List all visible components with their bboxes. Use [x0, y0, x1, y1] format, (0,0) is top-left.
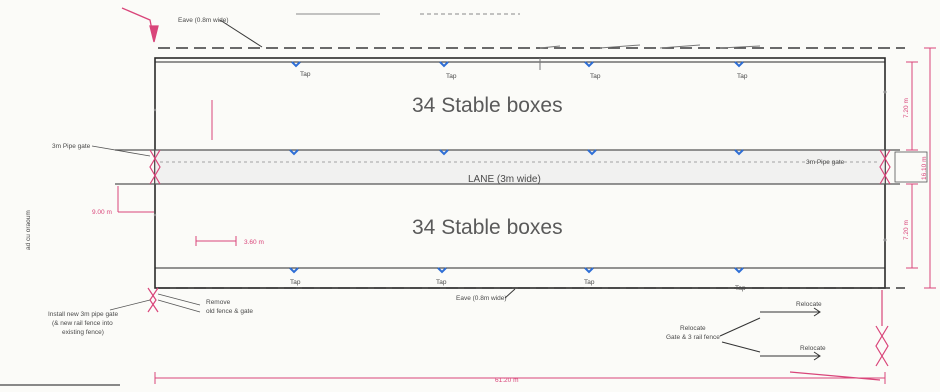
remove-label-line-1: Remove — [206, 299, 231, 306]
tap-label-2: Tap — [446, 73, 457, 80]
tap-label-5: Tap — [290, 279, 301, 286]
pipe-gate-left-leader — [91, 145, 151, 157]
dim-box-width-value: 3.60 m — [244, 239, 264, 246]
relocate-label-1: Relocate — [796, 301, 822, 308]
relocate-arrows — [719, 307, 821, 361]
dim-right-vertical — [906, 47, 936, 289]
dim-left — [117, 186, 154, 213]
tap-markers-lane — [289, 149, 744, 156]
dim-height-bottom-value: 7.20 m — [903, 220, 910, 240]
install-gate-label-line-2: (& new rail fence into — [52, 320, 113, 327]
lane-label: LANE (3m wide) — [468, 174, 541, 185]
pipe-gate-left-label: 3m Pipe gate — [52, 143, 91, 150]
tap-icon — [291, 61, 301, 68]
tap-icon — [439, 149, 449, 156]
eave-bottom-leader — [504, 288, 516, 299]
tap-markers-bottom — [289, 267, 744, 274]
corner-marker-top-left — [121, 7, 159, 43]
tap-label-4: Tap — [737, 73, 748, 80]
tap-icon — [734, 149, 744, 156]
boundary-posts — [153, 90, 887, 242]
bottom-right-stroke — [789, 371, 881, 381]
side-vertical-label: ad cu oraoum — [25, 210, 32, 250]
tap-icon — [584, 61, 594, 68]
dim-height-top-value: 7.20 m — [903, 98, 910, 118]
tap-label-3: Tap — [590, 73, 601, 80]
relocate-gate-label-line-2: Gate & 3 rail fence — [666, 334, 720, 341]
dim-left-value: 9.00 m — [92, 209, 112, 216]
dim-height-total-value: 16.10 m — [921, 157, 928, 181]
eave-top-label: Eave (0.8m wide) — [178, 17, 229, 24]
top-fence-sketch — [539, 44, 761, 70]
tap-label-7: Tap — [584, 279, 595, 286]
install-gate-label-line-3: existing fence) — [62, 329, 104, 336]
gate-right-icon — [879, 149, 891, 185]
install-leaders — [109, 293, 201, 313]
stable-boxes-top-label: 34 Stable boxes — [412, 94, 563, 117]
tap-label-8: Tap — [735, 285, 746, 292]
eave-top-leader — [219, 19, 263, 48]
lane-area — [155, 150, 885, 184]
tap-icon — [584, 267, 594, 274]
tap-label-6: Tap — [436, 279, 447, 286]
relocate-label-2: Relocate — [800, 345, 826, 352]
remove-label-line-2: old fence & gate — [206, 308, 253, 315]
pipe-gate-right-label: 3m Pipe gate — [806, 159, 845, 166]
tap-icon — [437, 267, 447, 274]
relocate-gate-label-line-1: Relocate — [680, 325, 706, 332]
dim-box-width — [195, 236, 237, 246]
eave-bottom-label: Eave (0.8m wide) — [456, 295, 507, 302]
gate-bottom-right-icon — [875, 290, 889, 367]
gate-left-icon — [149, 149, 161, 185]
tap-icon — [289, 149, 299, 156]
dim-total-length — [154, 372, 886, 384]
tap-icon — [587, 149, 597, 156]
tap-icon — [734, 61, 744, 68]
stable-boxes-bottom-label: 34 Stable boxes — [412, 216, 563, 239]
dim-total-length-value: 61.20 m — [495, 377, 519, 384]
install-gate-label-line-1: Install new 3m pipe gate — [48, 311, 118, 318]
tap-icon — [289, 267, 299, 274]
right-gate-box — [894, 151, 928, 183]
tap-icon — [734, 267, 744, 274]
tap-label-1: Tap — [300, 71, 311, 78]
tap-icon — [439, 61, 449, 68]
tap-markers-top — [291, 61, 744, 68]
